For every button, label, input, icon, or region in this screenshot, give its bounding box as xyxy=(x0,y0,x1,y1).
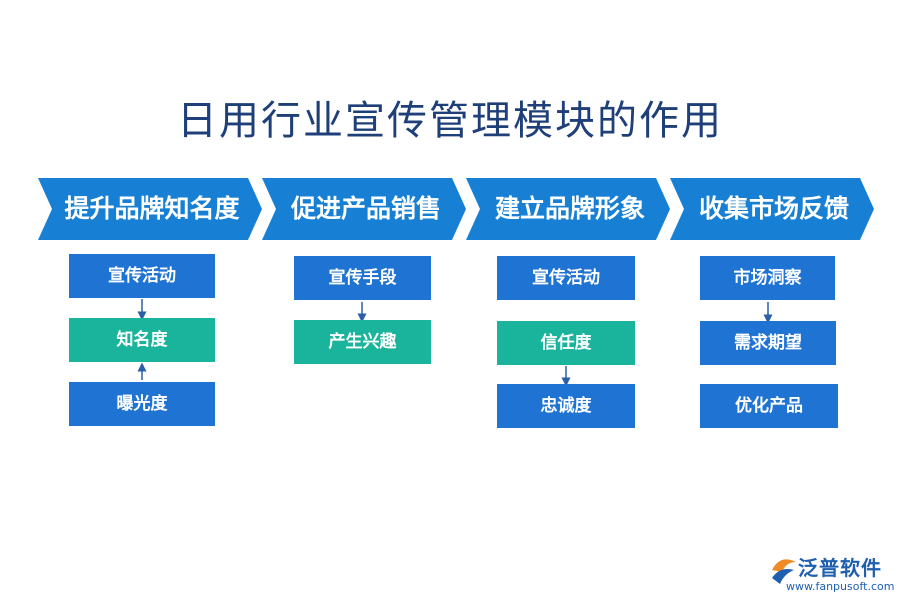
c4-box-2: 需求期望 xyxy=(700,321,836,365)
c3-box-1: 宣传活动 xyxy=(497,256,635,300)
c4-box-1: 市场洞察 xyxy=(700,256,835,300)
page-title: 日用行业宣传管理模块的作用 xyxy=(177,98,723,144)
brand-url: www.fanpusoft.com xyxy=(786,580,895,593)
brand-logo-icon xyxy=(772,559,796,584)
column-header-1: 提升品牌知名度 xyxy=(64,194,240,223)
c1-box-3: 曝光度 xyxy=(69,382,215,426)
c3-box-3: 忠诚度 xyxy=(497,384,635,428)
c1-box-1: 宣传活动 xyxy=(69,254,215,298)
column-header-4: 收集市场反馈 xyxy=(698,194,849,223)
c2-box-2: 产生兴趣 xyxy=(294,320,431,364)
c4-box-3: 优化产品 xyxy=(700,384,838,428)
column-header-3: 建立品牌形象 xyxy=(494,194,645,223)
chevron-1 xyxy=(38,178,262,240)
c3-box-2: 信任度 xyxy=(497,321,635,365)
chevron-2 xyxy=(262,178,466,240)
c1-box-2: 知名度 xyxy=(69,318,215,362)
c2-box-1: 宣传手段 xyxy=(294,256,431,300)
chevron-4 xyxy=(670,178,874,240)
chevron-3 xyxy=(466,178,670,240)
column-header-2: 促进产品销售 xyxy=(290,194,441,223)
brand-name: 泛普软件 xyxy=(798,556,882,580)
